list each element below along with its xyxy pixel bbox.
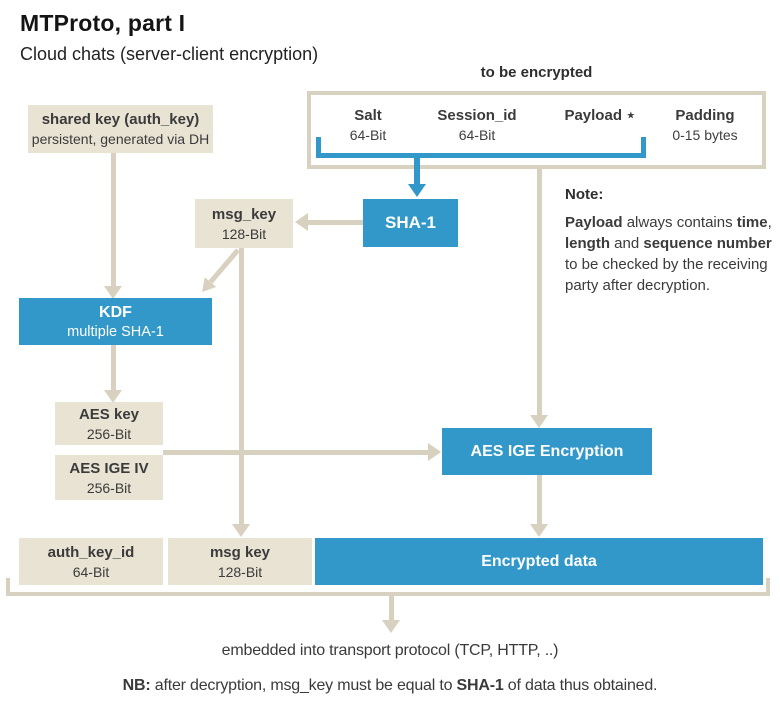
field-session-id-sub: 64-Bit (458, 127, 496, 143)
box-msg-key-bottom: msg key 128-Bit (168, 538, 312, 585)
bottom-bracket-bar (6, 592, 770, 596)
blue-arrow-shaft (414, 158, 420, 184)
bottom-bracket-left-tick (6, 578, 10, 593)
box-aes-ige-iv: AES IGE IV 256-Bit (55, 455, 163, 500)
box-shared-key: shared key (auth_key) persistent, genera… (28, 105, 213, 153)
box-shared-key-title: shared key (auth_key) (41, 111, 200, 128)
box-auth-key-id: auth_key_id 64-Bit (19, 538, 163, 585)
bottom-bracket-right-tick (766, 578, 770, 596)
note-bold-length: length (565, 235, 610, 252)
box-auth-key-id-sub: 64-Bit (72, 563, 110, 580)
box-aes-ige-iv-title: AES IGE IV (69, 459, 149, 477)
field-padding-sub: 0-15 bytes (672, 127, 738, 143)
note-text-3: and (610, 235, 644, 252)
box-aes-ige-encryption-title: AES IGE Encryption (470, 442, 624, 460)
box-encrypted-data: Encrypted data (315, 538, 763, 585)
field-session-id: Session_id 64-Bit (417, 106, 537, 145)
note-bold-seq: sequence number (643, 235, 772, 252)
note-text-4: to be checked by the receiving party aft… (565, 256, 768, 294)
field-salt-name: Salt (354, 107, 382, 124)
line-frame-to-ige (537, 169, 542, 415)
box-aes-key: AES key 256-Bit (55, 402, 163, 445)
box-aes-ige-encryption: AES IGE Encryption (442, 428, 652, 475)
blue-bracket-left-tick (316, 137, 321, 158)
line-sharedkey-to-kdf (111, 153, 116, 286)
box-msg-key-bottom-sub: 128-Bit (217, 563, 263, 580)
arrow-into-aeskey-icon (104, 390, 122, 403)
box-msg-key-top-sub: 128-Bit (221, 225, 267, 242)
box-msg-key-top-title: msg_key (211, 205, 277, 223)
note-bold-time: time (736, 214, 768, 231)
box-kdf-title: KDF (99, 303, 132, 321)
arrow-into-kdf-icon (104, 286, 122, 299)
nb-caption: NB: after decryption, msg_key must be eq… (0, 677, 780, 695)
blue-bracket-right-tick (641, 137, 646, 158)
box-msg-key-bottom-title: msg key (209, 543, 271, 561)
box-aes-ige-iv-sub: 256-Bit (86, 479, 132, 496)
field-salt-sub: 64-Bit (349, 127, 387, 143)
note-block: Note: Payload always contains time, leng… (565, 186, 780, 296)
field-padding: Padding 0-15 bytes (645, 106, 765, 145)
field-salt: Salt 64-Bit (308, 106, 428, 145)
blue-bracket-bar (316, 153, 646, 158)
arrow-transport-icon (382, 620, 400, 633)
note-bold-payload: Payload (565, 214, 623, 231)
box-kdf: KDF multiple SHA-1 (19, 298, 212, 345)
page-subtitle: Cloud chats (server-client encryption) (20, 44, 319, 64)
page-title: MTProto, part I (20, 10, 186, 36)
arrow-into-msgkey-bottom-icon (232, 524, 250, 537)
box-kdf-sub: multiple SHA-1 (67, 323, 164, 340)
blue-arrow-head-icon (408, 184, 426, 197)
note-heading: Note: (565, 186, 604, 203)
note-body: Payload always contains time, length and… (565, 212, 780, 296)
nb-text-1: after decryption, msg_key must be equal … (150, 677, 457, 694)
note-text-1: always contains (622, 214, 737, 231)
box-sha1-title: SHA-1 (384, 213, 436, 232)
to-be-encrypted-label: to be encrypted (480, 64, 593, 81)
line-aeskeys-to-ige (163, 450, 428, 455)
line-bracket-to-transport (389, 596, 394, 620)
nb-bold-sha1: SHA-1 (456, 677, 504, 694)
line-ige-to-encrypted (537, 475, 542, 524)
transport-caption: embedded into transport protocol (TCP, H… (221, 642, 559, 659)
line-msgkey-down (239, 248, 244, 524)
note-text-2: , (767, 214, 772, 231)
arrow-into-ige-left-icon (428, 443, 441, 461)
field-payload: Payload ⋆ (540, 106, 660, 126)
arrow-into-encrypted-icon (530, 524, 548, 537)
line-sha1-to-msgkey (308, 220, 363, 225)
box-aes-key-sub: 256-Bit (86, 425, 132, 442)
box-aes-key-title: AES key (78, 405, 140, 423)
line-msgkey-to-kdf-diagonal (202, 248, 240, 292)
line-kdf-to-aeskey (111, 345, 116, 390)
to-be-encrypted-frame (307, 91, 766, 169)
box-encrypted-data-title: Encrypted data (481, 552, 597, 570)
box-sha1: SHA-1 (363, 199, 458, 247)
nb-text-2: of data thus obtained. (503, 677, 658, 694)
box-shared-key-sub: persistent, generated via DH (31, 131, 210, 147)
box-auth-key-id-title: auth_key_id (47, 543, 135, 561)
arrow-into-ige-top-icon (530, 415, 548, 428)
arrow-into-msgkey-icon (295, 213, 308, 231)
box-msg-key-top: msg_key 128-Bit (195, 199, 293, 248)
field-session-id-name: Session_id (437, 107, 517, 124)
field-payload-name: Payload ⋆ (564, 107, 636, 124)
field-padding-name: Padding (675, 107, 735, 124)
nb-bold: NB: (122, 677, 151, 694)
